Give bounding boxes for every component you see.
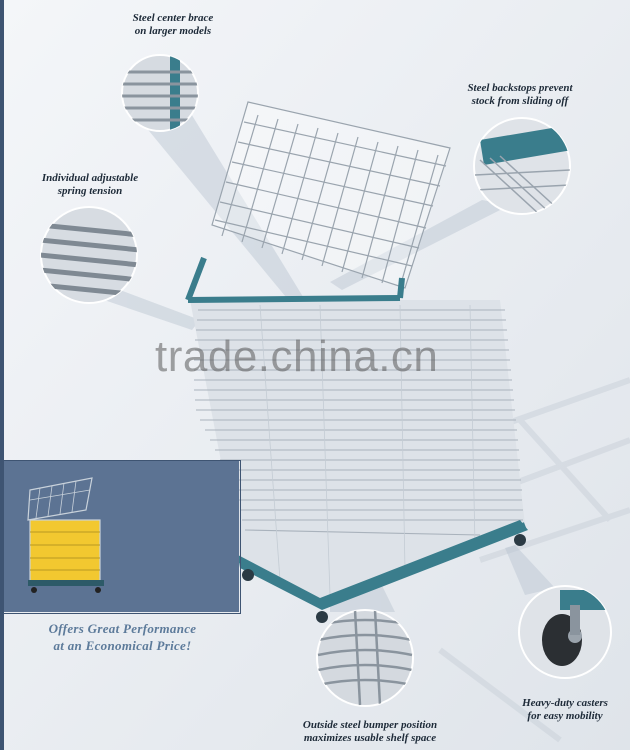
detail-casters [518,585,612,679]
promo-line: Offers Great Performance [48,621,197,636]
caption-line: Individual adjustable [41,172,139,184]
lifted-shelf [211,101,451,289]
caption-center-brace: Steel center brace on larger models [118,12,228,38]
detail-backstops [473,117,571,215]
caption-line: Outside steel bumper position [302,719,438,731]
rack-base [238,520,528,610]
detail-bumper [316,609,414,707]
caption-line: Steel backstops prevent [467,82,573,94]
shelf-stack [190,300,525,600]
detail-center-brace [121,54,199,132]
promo-line: at an Economical Price! [53,638,192,653]
caption-line: on larger models [134,25,212,37]
detail-spring-tension [40,206,138,304]
caption-spring-tension: Individual adjustable spring tension [30,172,150,198]
caption-line: Heavy-duty casters [522,697,608,709]
caption-bumper: Outside steel bumper position maximizes … [290,719,450,745]
caption-line: maximizes usable shelf space [303,732,437,744]
inset-mini-rack [3,460,239,612]
inset-panel-border [3,460,241,614]
caption-line: stock from sliding off [471,95,569,107]
caster-wheels [242,534,526,623]
caption-backstops: Steel backstops prevent stock from slidi… [455,82,585,108]
promo-text: Offers Great Performance at an Economica… [40,620,205,654]
caption-line: spring tension [57,185,123,197]
caption-casters: Heavy-duty casters for easy mobility [515,697,615,723]
caption-line: Steel center brace [132,12,214,24]
watermark: trade.china.cn [155,332,439,381]
caption-line: for easy mobility [527,710,603,722]
left-edge-bar [0,0,4,750]
